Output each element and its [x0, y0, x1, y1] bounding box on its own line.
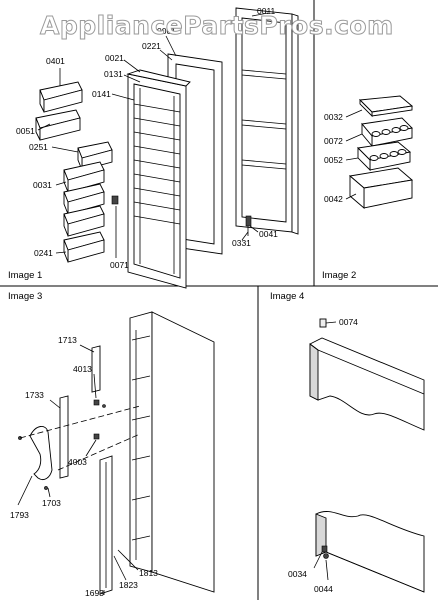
label-1813: 1813	[139, 568, 158, 578]
caption-image-3: Image 3	[8, 291, 42, 302]
label-0051: 0051	[16, 126, 35, 136]
label-0072: 0072	[324, 136, 343, 146]
image-2-ice-parts: 0032 0072 0052 0042 Image 2	[322, 95, 414, 281]
door-strip-rails	[59, 345, 113, 595]
caption-image-2: Image 2	[322, 270, 356, 281]
image-1-door-assembly: 0011 0001 0221 0021 0401 0131 0141 0051 …	[8, 6, 299, 289]
label-0044: 0044	[314, 584, 333, 594]
door-handle	[18, 426, 53, 490]
hinge-parts	[111, 195, 252, 236]
ice-tray-cover	[359, 95, 414, 118]
label-0141: 0141	[92, 89, 111, 99]
label-1733: 1733	[25, 390, 44, 400]
label-1693: 1693	[85, 588, 104, 598]
label-0011: 0011	[257, 6, 276, 16]
label-0401: 0401	[46, 56, 65, 66]
door-exterior-panel	[129, 311, 215, 593]
image-1-leaders	[37, 12, 269, 258]
caption-image-4: Image 4	[270, 291, 304, 302]
label-0251: 0251	[29, 142, 48, 152]
dairy-door-bins	[35, 81, 83, 141]
door-outer-panel	[235, 7, 299, 235]
label-1823: 1823	[119, 580, 138, 590]
watermark: AppliancePartsPros.com	[40, 11, 394, 40]
label-0001: 0001	[157, 26, 176, 36]
ice-tray-lower	[357, 141, 412, 172]
label-1713: 1713	[58, 335, 77, 345]
label-0031: 0031	[33, 180, 52, 190]
label-0071: 0071	[110, 260, 129, 270]
ice-bucket	[348, 167, 414, 209]
label-1703: 1703	[42, 498, 61, 508]
image-4-door-cap: Image 4 0074 0034 0044	[270, 291, 425, 594]
upper-door-section	[309, 337, 425, 431]
label-0021: 0021	[105, 53, 124, 63]
image-4-leaders	[313, 321, 337, 581]
label-0041: 0041	[259, 229, 278, 239]
label-1793: 1793	[10, 510, 29, 520]
label-0331: 0331	[232, 238, 251, 248]
image-3-fasteners	[93, 399, 106, 440]
label-0034: 0034	[288, 569, 307, 579]
door-shelf-bins	[63, 141, 113, 263]
label-0042: 0042	[324, 194, 343, 204]
label-0221: 0221	[142, 41, 161, 51]
ice-tray	[361, 117, 413, 148]
lower-door-section	[315, 511, 425, 593]
label-4013: 4013	[73, 364, 92, 374]
label-0241: 0241	[34, 248, 53, 258]
label-4003: 4003	[68, 457, 87, 467]
image-3-leaders	[17, 344, 141, 595]
label-0052: 0052	[324, 155, 343, 165]
label-0032: 0032	[324, 112, 343, 122]
door-liner	[126, 69, 191, 289]
caption-image-1: Image 1	[8, 270, 42, 281]
image-2-leaders	[345, 109, 363, 200]
label-0074: 0074	[339, 317, 358, 327]
image-3-door-exterior: Image 3	[8, 291, 215, 598]
label-0131: 0131	[104, 69, 123, 79]
